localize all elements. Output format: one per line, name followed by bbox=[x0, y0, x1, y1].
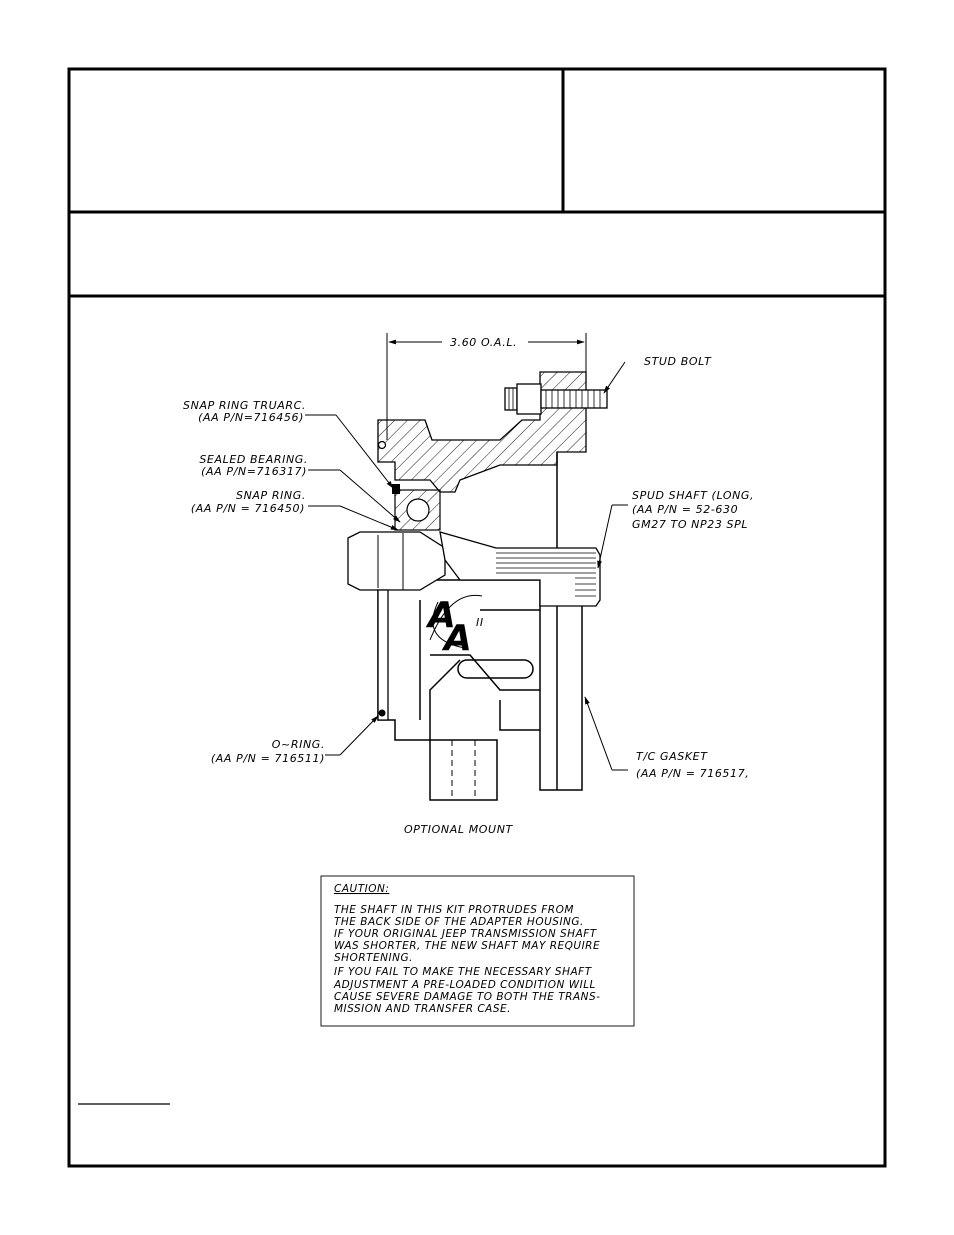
outer-frame bbox=[67, 67, 887, 1168]
caution-line: ADJUSTMENT A PRE-LOADED CONDITION WILL bbox=[333, 979, 596, 991]
caution-line: WAS SHORTER, THE NEW SHAFT MAY REQUIRE bbox=[334, 940, 600, 952]
snap-ring-label: SNAP RING. bbox=[236, 489, 306, 502]
tc-gasket-part-number: (AA P/N = 716517, bbox=[636, 767, 749, 780]
o-ring-label: O~RING. bbox=[272, 738, 325, 751]
adapter-cross-section: A A II 3.60 O.A.L. STUD BOLT SNAP RING T… bbox=[183, 333, 754, 836]
leader-lines bbox=[305, 361, 628, 771]
logo-letter-top: A bbox=[425, 595, 456, 636]
spud-shaft bbox=[439, 531, 601, 607]
caution-line: MISSION AND TRANSFER CASE. bbox=[334, 1003, 511, 1015]
o-ring bbox=[378, 709, 386, 717]
tc-gasket-label: T/C GASKET bbox=[636, 750, 708, 763]
o-ring-part-number: (AA P/N = 716511) bbox=[211, 752, 325, 765]
caution-heading: CAUTION: bbox=[334, 883, 389, 895]
stud-bolt bbox=[504, 383, 608, 415]
caution-line: IF YOUR ORIGINAL JEEP TRANSMISSION SHAFT bbox=[334, 928, 598, 940]
spud-shaft-part-number: (AA P/N = 52-630 bbox=[632, 503, 738, 516]
optional-mount-label: OPTIONAL MOUNT bbox=[404, 823, 514, 836]
sealed-bearing bbox=[392, 484, 441, 531]
input-hub bbox=[347, 531, 446, 721]
sealed-bearing-part-number: (AA P/N=716317) bbox=[201, 465, 307, 478]
stud-bolt-label: STUD BOLT bbox=[644, 355, 712, 368]
caution-line: CAUSE SEVERE DAMAGE TO BOTH THE TRANS- bbox=[334, 991, 600, 1003]
snap-ring-truarc-part-number: (AA P/N=716456) bbox=[198, 411, 304, 424]
spud-shaft-description: GM27 TO NP23 SPL bbox=[632, 518, 748, 531]
logo-mark: II bbox=[476, 616, 484, 629]
snap-ring-part-number: (AA P/N = 716450) bbox=[191, 502, 305, 515]
snap-ring-truarc-label: SNAP RING TRUARC. bbox=[183, 399, 306, 412]
caution-line: SHORTENING. bbox=[334, 952, 413, 964]
caution-line: THE SHAFT IN THIS KIT PROTRUDES FROM bbox=[334, 904, 574, 916]
spud-shaft-label: SPUD SHAFT (LONG, bbox=[632, 489, 754, 502]
snap-ring-truarc bbox=[377, 440, 387, 450]
dimension-label: 3.60 O.A.L. bbox=[450, 336, 517, 349]
title-block bbox=[67, 67, 887, 1168]
sealed-bearing-label: SEALED BEARING. bbox=[199, 453, 308, 466]
logo-letter-bottom: A bbox=[441, 618, 472, 659]
aa-logo: A A II bbox=[425, 594, 484, 659]
caution-line: IF YOU FAIL TO MAKE THE NECESSARY SHAFT bbox=[334, 966, 593, 978]
caution-line: THE BACK SIDE OF THE ADAPTER HOUSING. bbox=[334, 916, 584, 928]
caution-box: CAUTION: THE SHAFT IN THIS KIT PROTRUDES… bbox=[320, 875, 635, 1027]
